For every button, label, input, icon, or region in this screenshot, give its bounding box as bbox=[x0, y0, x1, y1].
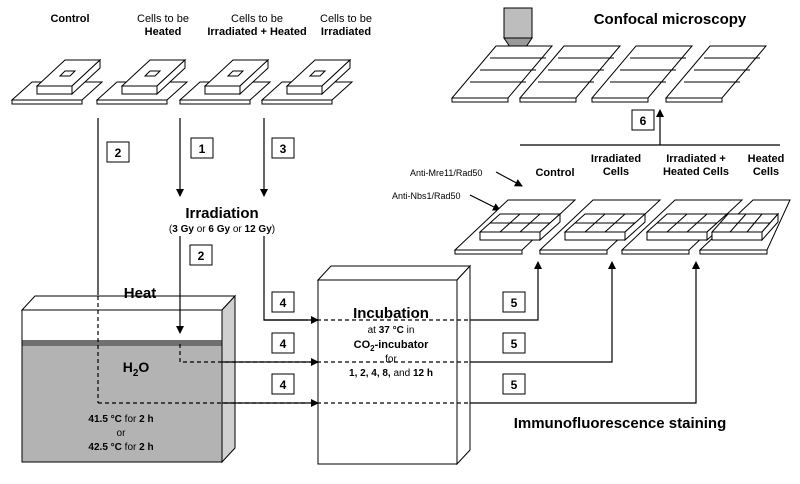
label-irr-heated-stain-line1: Irradiated + bbox=[666, 153, 726, 165]
step-4a: 4 bbox=[280, 296, 287, 310]
label-irradiated-stain-line2: Cells bbox=[603, 166, 629, 178]
step-6: 6 bbox=[640, 114, 647, 128]
step-box-6 bbox=[631, 109, 655, 131]
irradiation-title: Irradiation bbox=[185, 205, 258, 222]
step-box-4b bbox=[271, 332, 295, 354]
step-box-2-mid bbox=[189, 244, 213, 266]
arrow-bath-row2 bbox=[179, 344, 310, 363]
label-control-top: Control bbox=[50, 13, 89, 25]
stained-slide-irr-heated bbox=[620, 199, 744, 255]
incubation-co2: CO2-incubator bbox=[354, 339, 429, 353]
step-2-top: 2 bbox=[115, 146, 122, 160]
step-5c: 5 bbox=[511, 378, 518, 392]
heat-condition-or: or bbox=[117, 428, 127, 439]
step-box-5a bbox=[502, 291, 526, 313]
step-box-2-top bbox=[106, 141, 130, 163]
irradiation-doses: (3 Gy or 6 Gy or 12 Gy) bbox=[169, 224, 275, 235]
stained-slide-heated bbox=[698, 199, 791, 255]
incubation-for: for bbox=[385, 354, 397, 365]
label-heated-top-line1: Cells to be bbox=[137, 13, 189, 25]
arrow-out-row1 bbox=[470, 261, 542, 321]
step-box-4c bbox=[271, 373, 295, 395]
pointer-mre11 bbox=[495, 171, 523, 187]
step-1: 1 bbox=[199, 142, 206, 156]
arrow-out-row3 bbox=[470, 261, 700, 404]
pointer-nbs1 bbox=[469, 194, 501, 211]
incubation-times: 1, 2, 4, 8, and 12 h bbox=[349, 368, 433, 379]
confocal-slide-3 bbox=[590, 45, 694, 103]
incubation-title: Incubation bbox=[353, 305, 429, 322]
water-bath bbox=[20, 294, 237, 464]
label-anti-nbs1: Anti-Nbs1/Rad50 bbox=[392, 191, 461, 201]
heat-condition-1: 41.5 °C for 2 h bbox=[88, 414, 153, 425]
chamber-slide-irradiated-heated bbox=[178, 58, 272, 105]
incubation-temp: at 37 °C in bbox=[368, 325, 415, 336]
label-irr-heated-top-line2: Irradiated + Heated bbox=[207, 26, 306, 38]
step-5b: 5 bbox=[511, 337, 518, 351]
arrow-out-row2 bbox=[470, 261, 616, 363]
confocal-slide-1 bbox=[450, 45, 554, 103]
label-irradiated-top-line1: Cells to be bbox=[320, 13, 372, 25]
label-heated-top-line2: Heated bbox=[145, 26, 182, 38]
h2o-label: H2O bbox=[123, 359, 150, 379]
stained-slide-control bbox=[453, 199, 577, 255]
step-box-5b bbox=[502, 332, 526, 354]
label-anti-mre11: Anti-Mre11/Rad50 bbox=[410, 168, 482, 178]
heat-title: Heat bbox=[124, 285, 157, 302]
chamber-slide-heated bbox=[95, 58, 189, 105]
step-boxes: 2 1 3 2 4 4 4 5 5 5 6 bbox=[106, 109, 655, 395]
step-box-4a bbox=[271, 291, 295, 313]
label-control-stain: Control bbox=[535, 167, 574, 179]
stained-slide-irradiated bbox=[538, 199, 662, 255]
label-heated-stain-line1: Heated bbox=[748, 153, 785, 165]
step-box-3 bbox=[271, 137, 295, 159]
step-4b: 4 bbox=[280, 337, 287, 351]
chamber-slide-control bbox=[10, 58, 104, 105]
label-irradiated-top-line2: Irradiated bbox=[321, 26, 371, 38]
step-4c: 4 bbox=[280, 378, 287, 392]
label-irr-heated-top-line1: Cells to be bbox=[231, 13, 283, 25]
label-irr-heated-stain-line2: Heated Cells bbox=[663, 166, 729, 178]
step-box-5c bbox=[502, 373, 526, 395]
immunofluorescence-title: Immunofluorescence staining bbox=[514, 415, 727, 432]
incubator-box bbox=[316, 264, 472, 466]
confocal-slide-2 bbox=[518, 45, 622, 103]
step-2-mid: 2 bbox=[198, 249, 205, 263]
confocal-slide-4 bbox=[664, 45, 768, 103]
chamber-slide-irradiated bbox=[260, 58, 354, 105]
label-heated-stain-line2: Cells bbox=[753, 166, 779, 178]
step-box-1 bbox=[190, 137, 214, 159]
label-irradiated-stain-line1: Irradiated bbox=[591, 153, 641, 165]
step-3: 3 bbox=[280, 142, 287, 156]
heat-condition-2: 42.5 °C for 2 h bbox=[88, 442, 153, 453]
flow-arrows bbox=[97, 109, 780, 407]
confocal-title: Confocal microscopy bbox=[594, 11, 747, 28]
step-5a: 5 bbox=[511, 296, 518, 310]
